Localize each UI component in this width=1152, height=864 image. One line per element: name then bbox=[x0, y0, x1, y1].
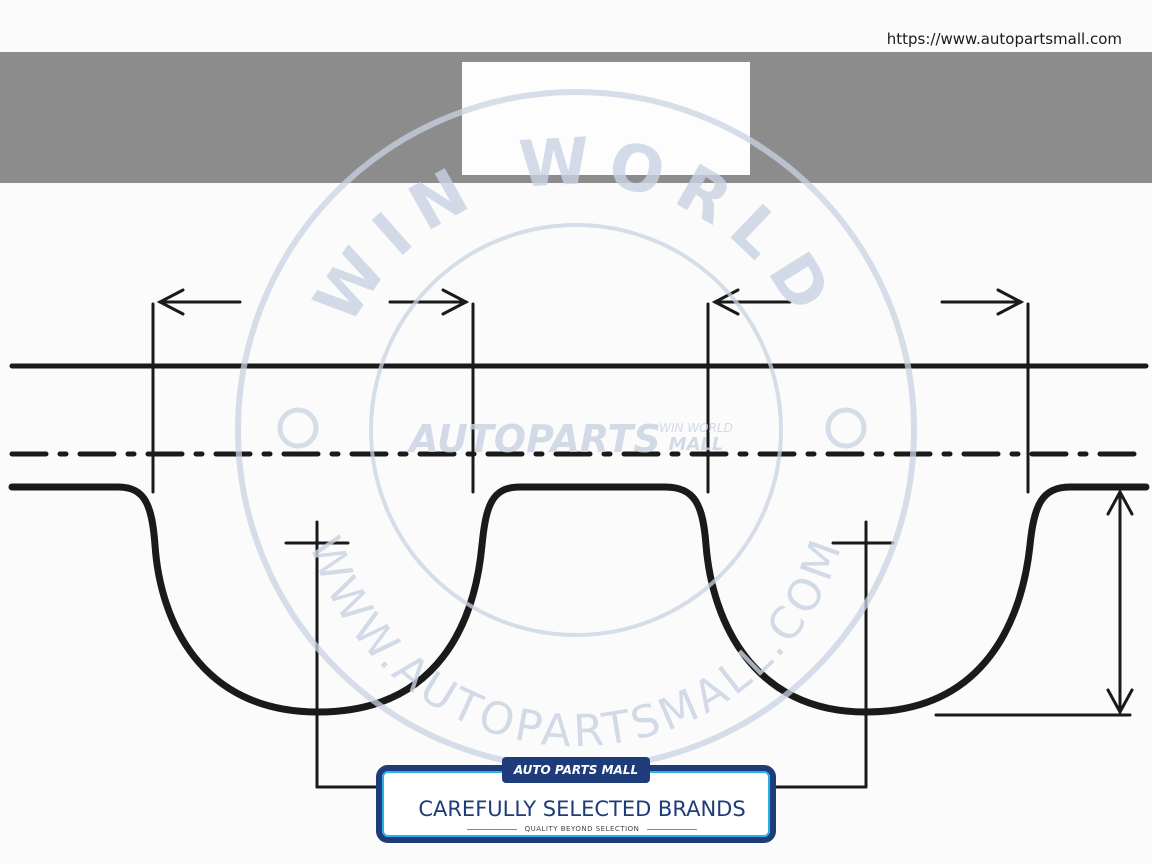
arrow-right-2-head bbox=[996, 288, 1025, 316]
arrow-left-1-head bbox=[156, 288, 185, 316]
badge-title: CAREFULLY SELECTED BRANDS bbox=[418, 797, 746, 821]
source-url: https://www.autopartsmall.com bbox=[886, 30, 1122, 48]
tooth-height-arrow-bottom bbox=[1106, 688, 1134, 716]
belt-tooth-profile bbox=[8, 483, 1150, 716]
tooth-height-arrow-top bbox=[1106, 488, 1134, 516]
autoparts-mall-logo: AUTO PARTS MALL bbox=[502, 757, 650, 783]
brand-badge: CAREFULLY SELECTED BRANDS QUALITY BEYOND… bbox=[376, 757, 776, 843]
badge-subtitle: QUALITY BEYOND SELECTION bbox=[382, 825, 782, 833]
